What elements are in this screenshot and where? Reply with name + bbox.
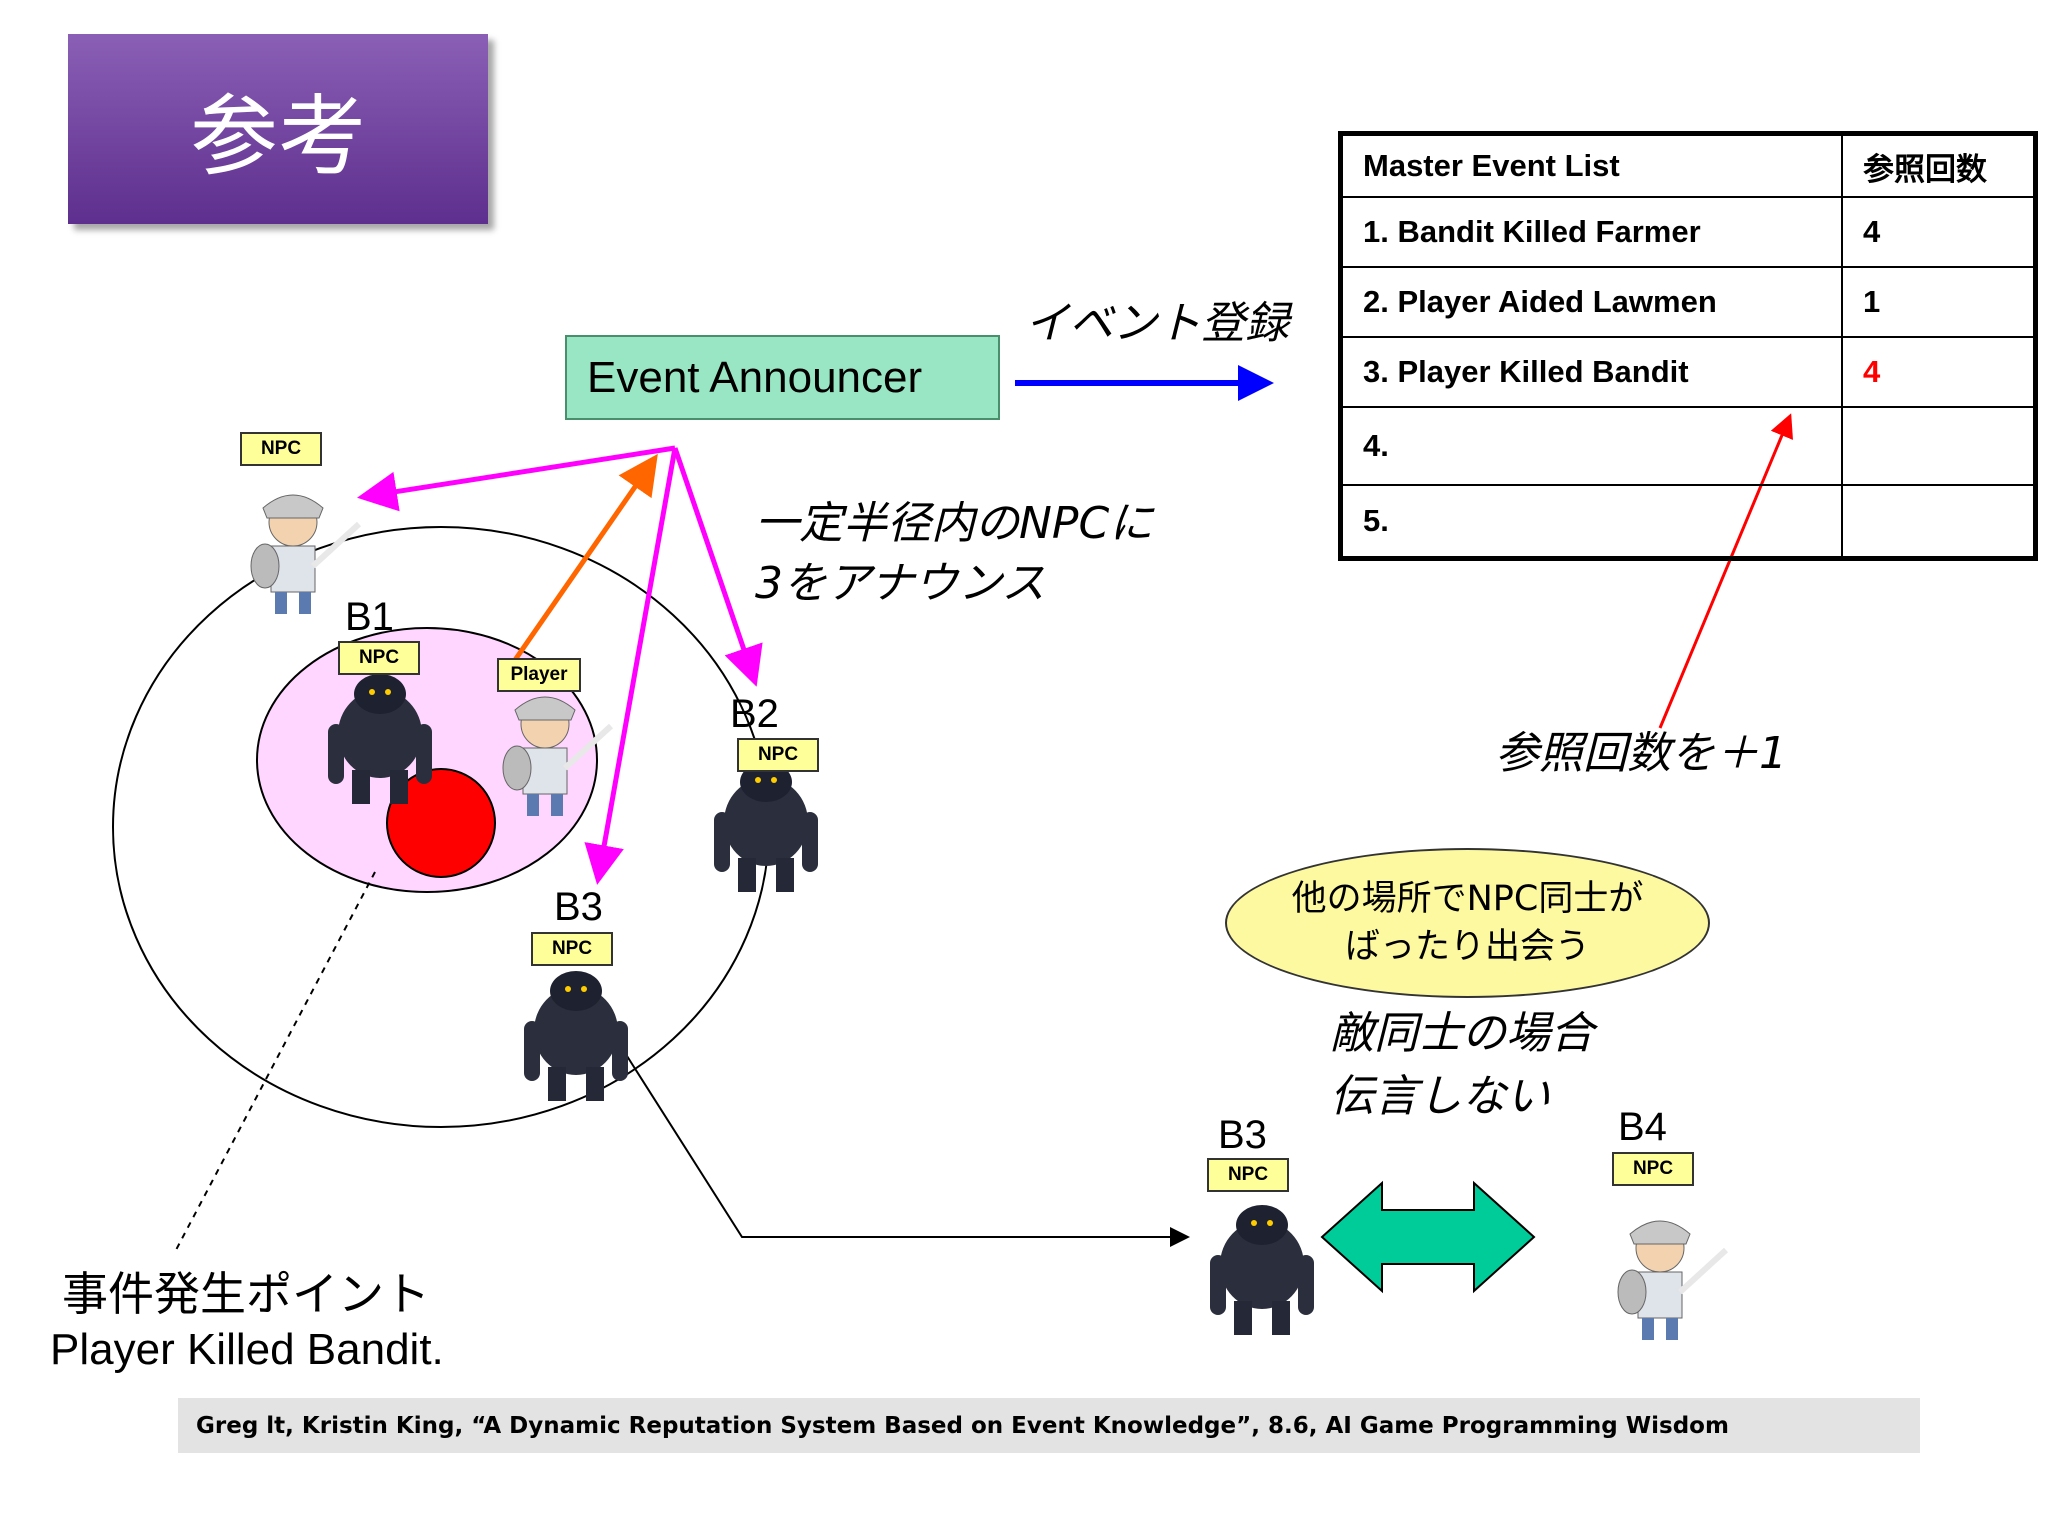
table-row: 3. Player Killed Bandit 4 [1339, 336, 2037, 408]
event-register-label: イベント登録 [1025, 298, 1289, 349]
table-row: 1. Bandit Killed Farmer 4 [1339, 196, 2037, 268]
announce-arrow-b2 [672, 447, 763, 687]
event-count [1841, 484, 2037, 560]
enemy-note-line1: 敵同士の場合 [1330, 1008, 1594, 1059]
b2-npc-tag: NPC [737, 738, 819, 772]
ref-count-increment-label: 参照回数を＋1 [1495, 728, 1787, 779]
b4-npc-tag: NPC [1612, 1152, 1694, 1186]
event-name: 3. Player Killed Bandit [1339, 336, 1843, 408]
event-name: 2. Player Aided Lawmen [1339, 266, 1843, 338]
meet-note-bubble: 他の場所でNPC同士が ばったり出会う [1225, 848, 1710, 998]
event-count: 1 [1841, 266, 2037, 338]
b2-label: B2 [730, 692, 779, 736]
b4-label: B4 [1618, 1105, 1667, 1149]
b3-copy-bandit-sprite [1210, 1205, 1314, 1335]
b3-copy-npc-tag: NPC [1207, 1158, 1289, 1192]
event-count [1841, 406, 2037, 486]
npc-tag: NPC [240, 432, 322, 466]
announce-arrow-npc [357, 445, 676, 512]
slide-title: 参考 [68, 34, 488, 224]
b3-npc-tag: NPC [531, 932, 613, 966]
b3-bandit-sprite [524, 971, 628, 1101]
meet-note-line1: 他の場所でNPC同士が [1291, 879, 1644, 919]
master-event-list-table: Master Event List 参照回数 1. Bandit Killed … [1338, 131, 2038, 561]
incident-label-line2: Player Killed Bandit. [50, 1325, 444, 1374]
table-row: 2. Player Aided Lawmen 1 [1339, 266, 2037, 338]
b4-knight-sprite [1617, 1220, 1729, 1340]
player-tag: Player [497, 658, 581, 692]
incident-label-line1: 事件発生ポイント [62, 1267, 430, 1321]
npc-knight-sprite [250, 494, 362, 614]
meet-note-line2: ばったり出会う [1344, 927, 1590, 967]
event-count: 4 [1841, 196, 2037, 268]
b1-label: B1 [345, 595, 394, 639]
citation-footer: Greg lt, Kristin King, “A Dynamic Reputa… [178, 1398, 1920, 1453]
announce-label-line2: 3をアナウンス [755, 558, 1046, 609]
b2-bandit-sprite [714, 762, 818, 892]
event-count-highlight: 4 [1841, 336, 2037, 408]
header-ref-count: 参照回数 [1841, 132, 2037, 198]
b1-npc-tag: NPC [338, 641, 420, 675]
header-event-list: Master Event List [1339, 132, 1843, 198]
player-knight-sprite [502, 696, 614, 816]
announce-arrow-b3 [584, 447, 678, 885]
b3-travel-path [619, 1044, 1190, 1247]
table-row: 5. [1339, 484, 2037, 560]
enemy-note-line2: 伝言しない [1330, 1071, 1550, 1122]
table-row: 4. [1339, 406, 2037, 486]
event-announcer-box: Event Announcer [565, 335, 1000, 420]
incident-point [386, 768, 496, 878]
announce-label-line1: 一定半径内のNPCに [755, 498, 1154, 549]
event-name: 1. Bandit Killed Farmer [1339, 196, 1843, 268]
incident-leader-line [175, 871, 376, 1251]
b1-bandit-sprite [328, 674, 432, 804]
player-report-arrow [512, 453, 658, 662]
table-header-row: Master Event List 参照回数 [1339, 132, 2037, 198]
event-name: 4. [1339, 406, 1843, 486]
b3-copy-label: B3 [1218, 1113, 1267, 1157]
event-name: 5. [1339, 484, 1843, 560]
b3-label: B3 [554, 885, 603, 929]
encounter-double-arrow [1320, 1180, 1536, 1294]
